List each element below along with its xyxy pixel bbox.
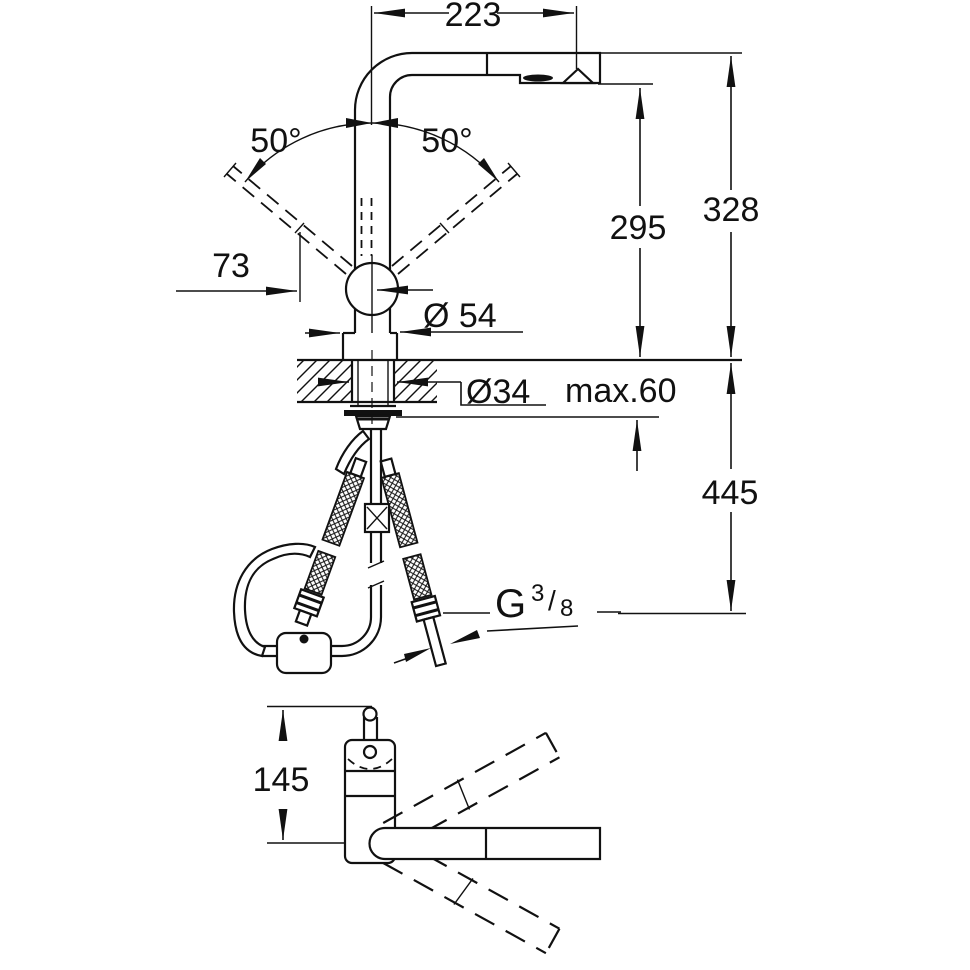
lever-swivel-positions [223, 162, 521, 275]
dim-height-spout-top: 328 [703, 56, 760, 357]
dim-lever-clearance: 73 [176, 247, 433, 296]
thread-slash-label: / [548, 585, 556, 616]
extension-lines [299, 6, 746, 615]
angle-arcs [244, 118, 500, 183]
thread-den-label: 8 [560, 595, 573, 622]
mounting-hardware [344, 404, 402, 431]
countertop-hatch [297, 360, 437, 402]
dim-height-spout-top-label: 328 [703, 191, 760, 229]
dim-lever-angle-left-label: 50° [250, 122, 301, 160]
dim-below-deck-length-label: 445 [702, 474, 759, 512]
dim-hole-diameter-label: Ø34 [466, 373, 530, 411]
dim-below-deck-length: 445 [702, 363, 759, 611]
hose-free-end-hook [232, 542, 317, 658]
dim-lever-clearance-label: 73 [212, 247, 250, 285]
plan-spout-swivel-down [382, 837, 561, 955]
plan-spout-arm [368, 826, 602, 861]
dim-deck-thickness-label: max.60 [565, 372, 677, 410]
pullout-hose-assembly [232, 429, 391, 675]
dim-deck-thickness: max.60 [565, 372, 677, 471]
counterweight-screw [299, 634, 309, 644]
thread-num-label: 3 [531, 580, 544, 607]
supply-hose-left [292, 456, 368, 627]
counterweight [275, 631, 333, 675]
dim-lever-angles: 50° 50° [250, 122, 472, 160]
plan-lever [362, 706, 379, 741]
dim-height-spout-underside-label: 295 [610, 209, 667, 247]
dim-base-diameter: Ø 54 [305, 297, 523, 338]
dim-lever-angle-right-label: 50° [421, 122, 472, 160]
outlet-marker [560, 67, 596, 85]
side-elevation-view: 223 50° 50° 73 Ø 54 Ø34 max.60 [176, 0, 760, 675]
dim-plan-depth: 145 [253, 710, 310, 840]
spray-release-button [523, 74, 553, 82]
thread-g-label: G [495, 582, 526, 626]
dim-hole-diameter: Ø34 [318, 373, 546, 411]
dim-spout-reach-label: 223 [445, 0, 502, 34]
dim-spout-reach: 223 [374, 0, 574, 34]
thread-callout: G 3 / 8 [393, 580, 621, 664]
faucet-body [341, 51, 602, 359]
dim-height-spout-underside: 295 [610, 88, 667, 357]
plan-spout-swivel-up [382, 731, 561, 849]
dim-plan-depth-label: 145 [253, 761, 310, 799]
spray-end-piece [334, 429, 371, 476]
dim-base-diameter-label: Ø 54 [423, 297, 497, 335]
supply-hose-right [379, 457, 448, 668]
plan-view: 145 [253, 705, 602, 955]
